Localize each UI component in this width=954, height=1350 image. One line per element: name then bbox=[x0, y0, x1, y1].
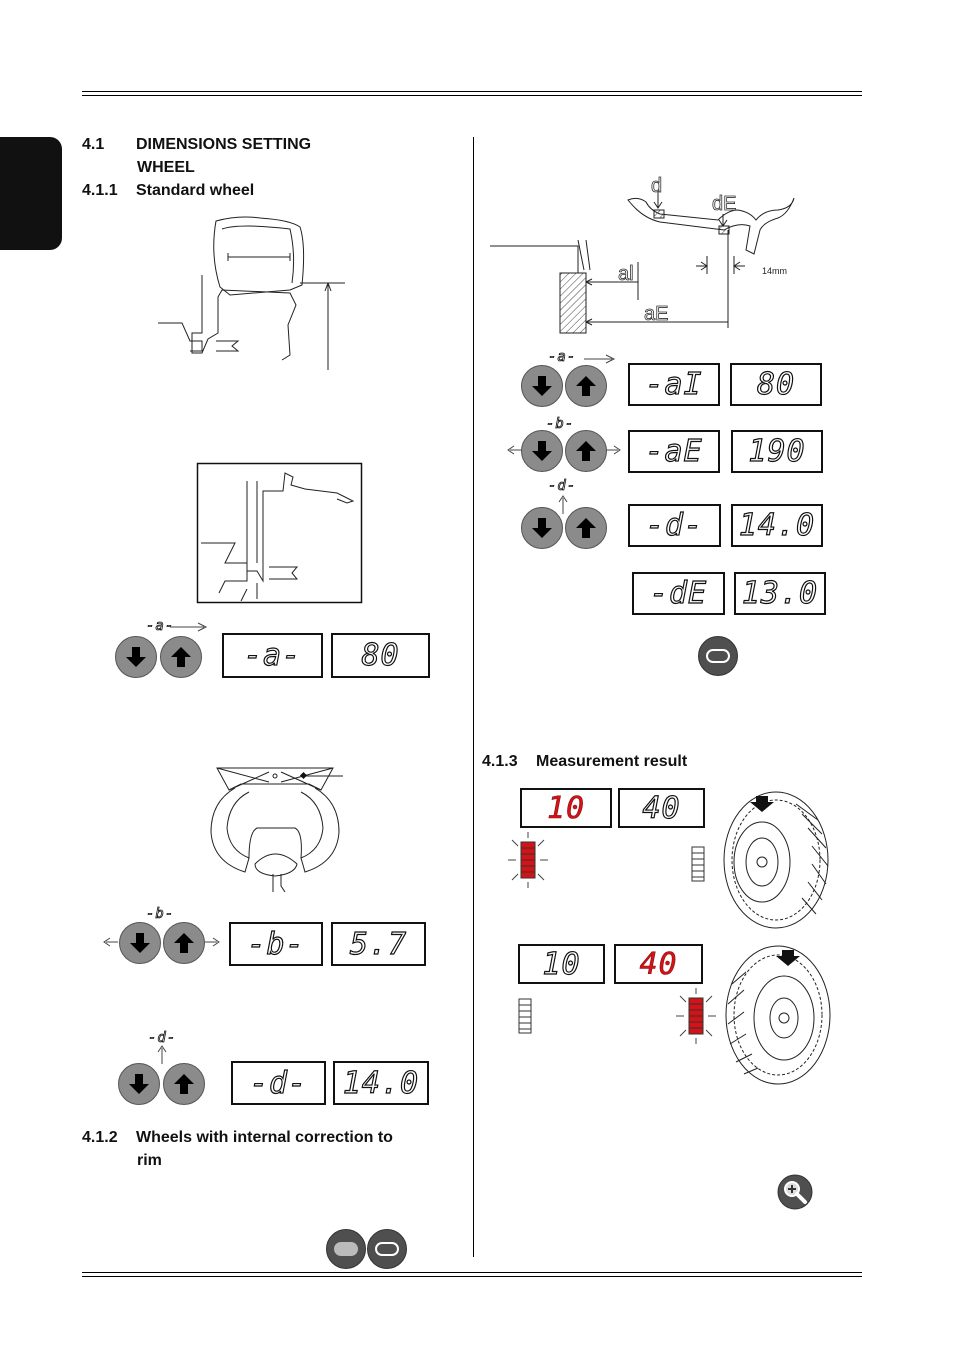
column-divider bbox=[473, 137, 474, 1257]
heading-text-line2: WHEEL bbox=[137, 159, 195, 176]
magnifier-icon[interactable] bbox=[777, 1174, 813, 1210]
arrow-left-icon bbox=[507, 445, 522, 455]
up-button[interactable] bbox=[565, 365, 607, 407]
key-tag-a: -a- bbox=[146, 618, 175, 635]
down-button[interactable] bbox=[521, 430, 563, 472]
display-right: 80 bbox=[331, 633, 430, 678]
tire-icon bbox=[723, 791, 829, 929]
display-left: -dE bbox=[632, 572, 725, 615]
display-left: -d- bbox=[231, 1061, 326, 1105]
up-arrow-icon bbox=[171, 647, 191, 667]
top-rule-1 bbox=[82, 91, 862, 92]
top-rule-2 bbox=[82, 95, 862, 96]
up-arrow-icon bbox=[576, 376, 596, 396]
display-left: -a- bbox=[222, 633, 323, 678]
up-button[interactable] bbox=[565, 430, 607, 472]
heading-number: 4.1.2 bbox=[82, 1129, 118, 1146]
up-arrow-icon bbox=[576, 441, 596, 461]
heading-4-1: 4.1 DIMENSIONS SETTING WHEEL bbox=[82, 133, 311, 179]
standard-wheel-figure bbox=[158, 216, 345, 370]
heading-text: DIMENSIONS SETTING bbox=[136, 136, 312, 153]
label-dE: dE bbox=[712, 193, 736, 215]
key-tag-b: -b- bbox=[146, 906, 175, 923]
down-button[interactable] bbox=[115, 636, 157, 678]
heading-number: 4.1 bbox=[82, 136, 105, 153]
heading-4-1-1: 4.1.1 Standard wheel bbox=[82, 179, 254, 202]
tire-icon bbox=[725, 945, 831, 1085]
arrow-right-icon bbox=[606, 445, 621, 455]
heading-text: Measurement result bbox=[536, 753, 688, 770]
oval-key-icon bbox=[706, 649, 730, 663]
arrow-up-icon bbox=[558, 495, 568, 514]
down-arrow-icon bbox=[130, 933, 150, 953]
bottom-rule-2 bbox=[82, 1276, 862, 1277]
oval-key[interactable] bbox=[698, 636, 738, 676]
heading-number: 4.1.3 bbox=[482, 753, 518, 770]
display-right: 80 bbox=[730, 363, 822, 406]
up-arrow-icon bbox=[174, 933, 194, 953]
key-tag-a: -a- bbox=[548, 349, 577, 366]
oval-key-icon bbox=[334, 1242, 358, 1256]
display-right: 14.0 bbox=[731, 504, 823, 547]
heading-text-line2: rim bbox=[137, 1152, 162, 1169]
wheel-width-figure bbox=[210, 767, 343, 893]
key-tag-d: -d- bbox=[548, 478, 577, 495]
up-arrow-icon bbox=[174, 1074, 194, 1094]
display-left: -aI bbox=[628, 363, 720, 406]
arrow-right-icon bbox=[205, 937, 220, 947]
oval-key-icon bbox=[375, 1242, 399, 1256]
display-right: 14.0 bbox=[333, 1061, 429, 1105]
display-left: -b- bbox=[229, 922, 323, 966]
led-bar-active-icon bbox=[508, 832, 548, 888]
arrow-left-icon bbox=[103, 937, 118, 947]
key-tag-d: -d- bbox=[148, 1030, 177, 1047]
arrow-right-icon bbox=[584, 354, 616, 364]
label-al: al bbox=[618, 263, 634, 285]
down-arrow-icon bbox=[126, 647, 146, 667]
result-display-right-active: 40 bbox=[614, 944, 703, 984]
heading-text: Standard wheel bbox=[136, 182, 255, 199]
down-button[interactable] bbox=[118, 1063, 160, 1105]
result-display-right: 40 bbox=[618, 788, 705, 828]
heading-number: 4.1.1 bbox=[82, 182, 118, 199]
heading-4-1-3: 4.1.3 Measurement result bbox=[482, 750, 687, 773]
down-arrow-icon bbox=[532, 518, 552, 538]
display-right: 13.0 bbox=[734, 572, 826, 615]
down-button[interactable] bbox=[521, 365, 563, 407]
up-button[interactable] bbox=[163, 922, 205, 964]
oval-key-light[interactable] bbox=[326, 1229, 366, 1269]
up-button[interactable] bbox=[163, 1063, 205, 1105]
key-tag-b: -b- bbox=[546, 416, 575, 433]
down-arrow-icon bbox=[129, 1074, 149, 1094]
result-display-left: 10 bbox=[518, 944, 605, 984]
bottom-rule-1 bbox=[82, 1272, 862, 1273]
led-bar-off-icon bbox=[518, 998, 532, 1034]
arrow-up-icon bbox=[157, 1045, 167, 1064]
oval-key[interactable] bbox=[367, 1229, 407, 1269]
down-arrow-icon bbox=[532, 441, 552, 461]
down-arrow-icon bbox=[532, 376, 552, 396]
display-left: -d- bbox=[628, 504, 721, 547]
led-bar-off-icon bbox=[691, 846, 705, 882]
result-display-left-active: 10 bbox=[520, 788, 612, 828]
arrow-right-icon bbox=[170, 622, 208, 632]
down-button[interactable] bbox=[119, 922, 161, 964]
up-button[interactable] bbox=[565, 507, 607, 549]
display-right: 5.7 bbox=[331, 922, 426, 966]
label-d: d bbox=[651, 175, 662, 197]
up-button[interactable] bbox=[160, 636, 202, 678]
display-left: -aE bbox=[628, 430, 720, 473]
label-aE: aE bbox=[644, 303, 668, 325]
led-bar-active-icon bbox=[676, 988, 716, 1044]
side-tab bbox=[0, 137, 62, 250]
up-arrow-icon bbox=[576, 518, 596, 538]
label-gap: 14mm bbox=[762, 266, 787, 276]
down-button[interactable] bbox=[521, 507, 563, 549]
gauge-detail-figure bbox=[196, 462, 363, 604]
internal-correction-figure: d dE al aE 14mm bbox=[490, 175, 795, 334]
heading-text: Wheels with internal correction to bbox=[136, 1129, 393, 1146]
display-right: 190 bbox=[731, 430, 823, 473]
